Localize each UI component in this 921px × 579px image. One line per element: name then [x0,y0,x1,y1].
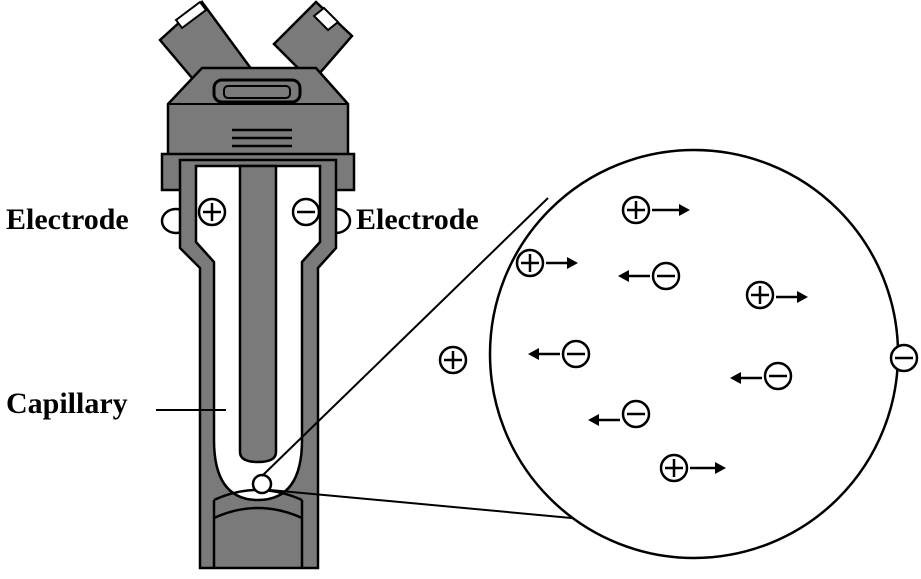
negative-ion-1 [618,261,681,291]
capillary-device [158,0,356,570]
magnified-spot [251,473,273,495]
negative-ion-2 [528,339,591,369]
device-positive-ion [197,197,227,227]
capillary-label: Capillary [6,387,128,420]
outside-positive-ion [438,345,468,375]
negative-ion-3 [730,361,793,391]
outside-negative-ion [889,343,919,373]
positive-ion-3 [745,280,808,310]
positive-ion-2 [515,248,578,278]
positive-ion-4 [659,453,726,483]
negative-ion-4 [588,399,651,429]
top-cap [166,66,350,160]
device-negative-ion [291,197,321,227]
electrode-right-label: Electrode [356,203,479,236]
positive-ion-1 [621,195,690,225]
electrode-left-label: Electrode [6,203,129,236]
capillary-core [238,164,278,464]
